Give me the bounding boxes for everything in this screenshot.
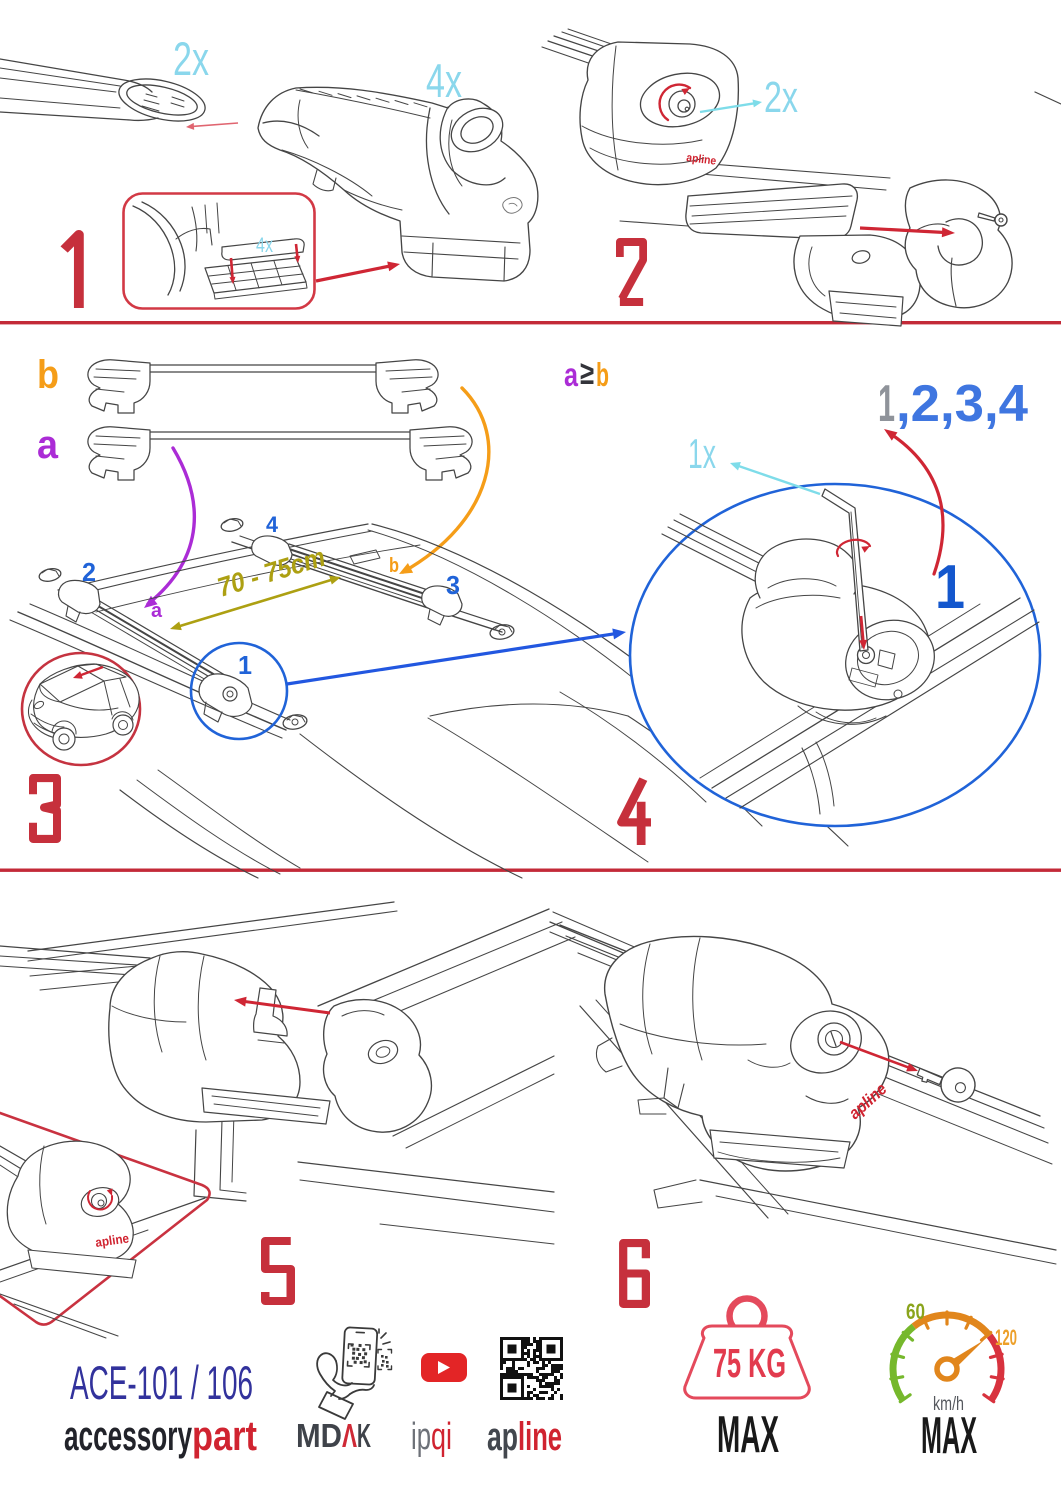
svg-text:a: a	[564, 356, 578, 393]
svg-text:4: 4	[266, 512, 279, 537]
svg-text:K: K	[357, 1417, 371, 1454]
svg-text:ACE-101 / 106: ACE-101 / 106	[70, 1356, 253, 1409]
svg-text:apline: apline	[94, 1231, 130, 1250]
svg-text:4x: 4x	[256, 234, 273, 257]
svg-text:,2,3,4: ,2,3,4	[896, 375, 1028, 433]
svg-text:MAX: MAX	[921, 1407, 977, 1465]
svg-text:b: b	[596, 356, 609, 393]
svg-text:a: a	[37, 423, 59, 467]
svg-text:2x: 2x	[173, 32, 209, 85]
svg-text:60: 60	[906, 1299, 925, 1324]
svg-text:120: 120	[995, 1325, 1017, 1350]
svg-text:3: 3	[446, 570, 460, 600]
svg-text:b: b	[37, 353, 59, 397]
svg-text:line: line	[518, 1415, 562, 1459]
svg-text:1x: 1x	[688, 430, 716, 477]
svg-text:MD: MD	[296, 1417, 342, 1454]
svg-text:a: a	[151, 600, 163, 622]
svg-text:4x: 4x	[426, 54, 462, 107]
svg-text:qi: qi	[431, 1416, 452, 1458]
svg-text:2: 2	[82, 557, 96, 587]
svg-text:km/h: km/h	[933, 1394, 964, 1415]
svg-text:75 KG: 75 KG	[713, 1340, 786, 1386]
svg-text:Λ: Λ	[342, 1417, 357, 1454]
svg-text:2x: 2x	[764, 73, 798, 122]
svg-text:MAX: MAX	[717, 1406, 779, 1464]
svg-text:1: 1	[935, 553, 965, 622]
svg-text:ap: ap	[487, 1415, 518, 1459]
svg-text:1: 1	[238, 650, 252, 680]
svg-text:b: b	[389, 555, 399, 577]
svg-text:accessory: accessory	[64, 1412, 192, 1459]
svg-text:part: part	[192, 1412, 257, 1459]
svg-text:apline: apline	[686, 152, 717, 168]
svg-text:1: 1	[878, 375, 895, 433]
svg-text:ip: ip	[411, 1416, 431, 1458]
svg-text:≥: ≥	[580, 354, 594, 391]
